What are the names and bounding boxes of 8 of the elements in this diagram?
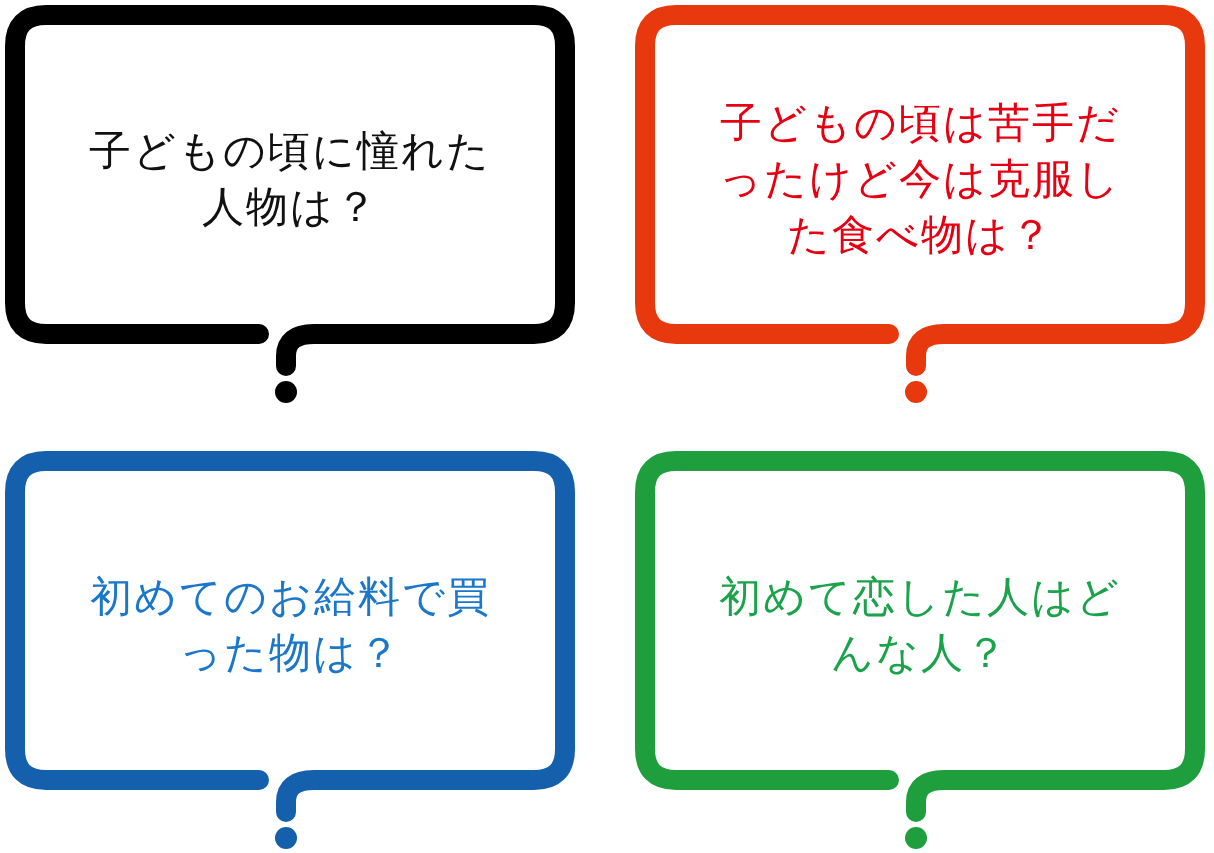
question-text: 初めて恋した人はどんな人？ (718, 573, 1122, 678)
speech-bubble (4, 450, 576, 850)
speech-bubble (634, 4, 1206, 404)
question-text: 初めてのお給料で買った物は？ (88, 573, 492, 678)
question-text: 子どもの頃に憧れた人物は？ (88, 127, 492, 232)
speech-bubble (4, 4, 576, 404)
speech-bubble (634, 450, 1206, 850)
question-text: 子どもの頃は苦手だったけど今は克服した食べ物は？ (718, 99, 1122, 260)
